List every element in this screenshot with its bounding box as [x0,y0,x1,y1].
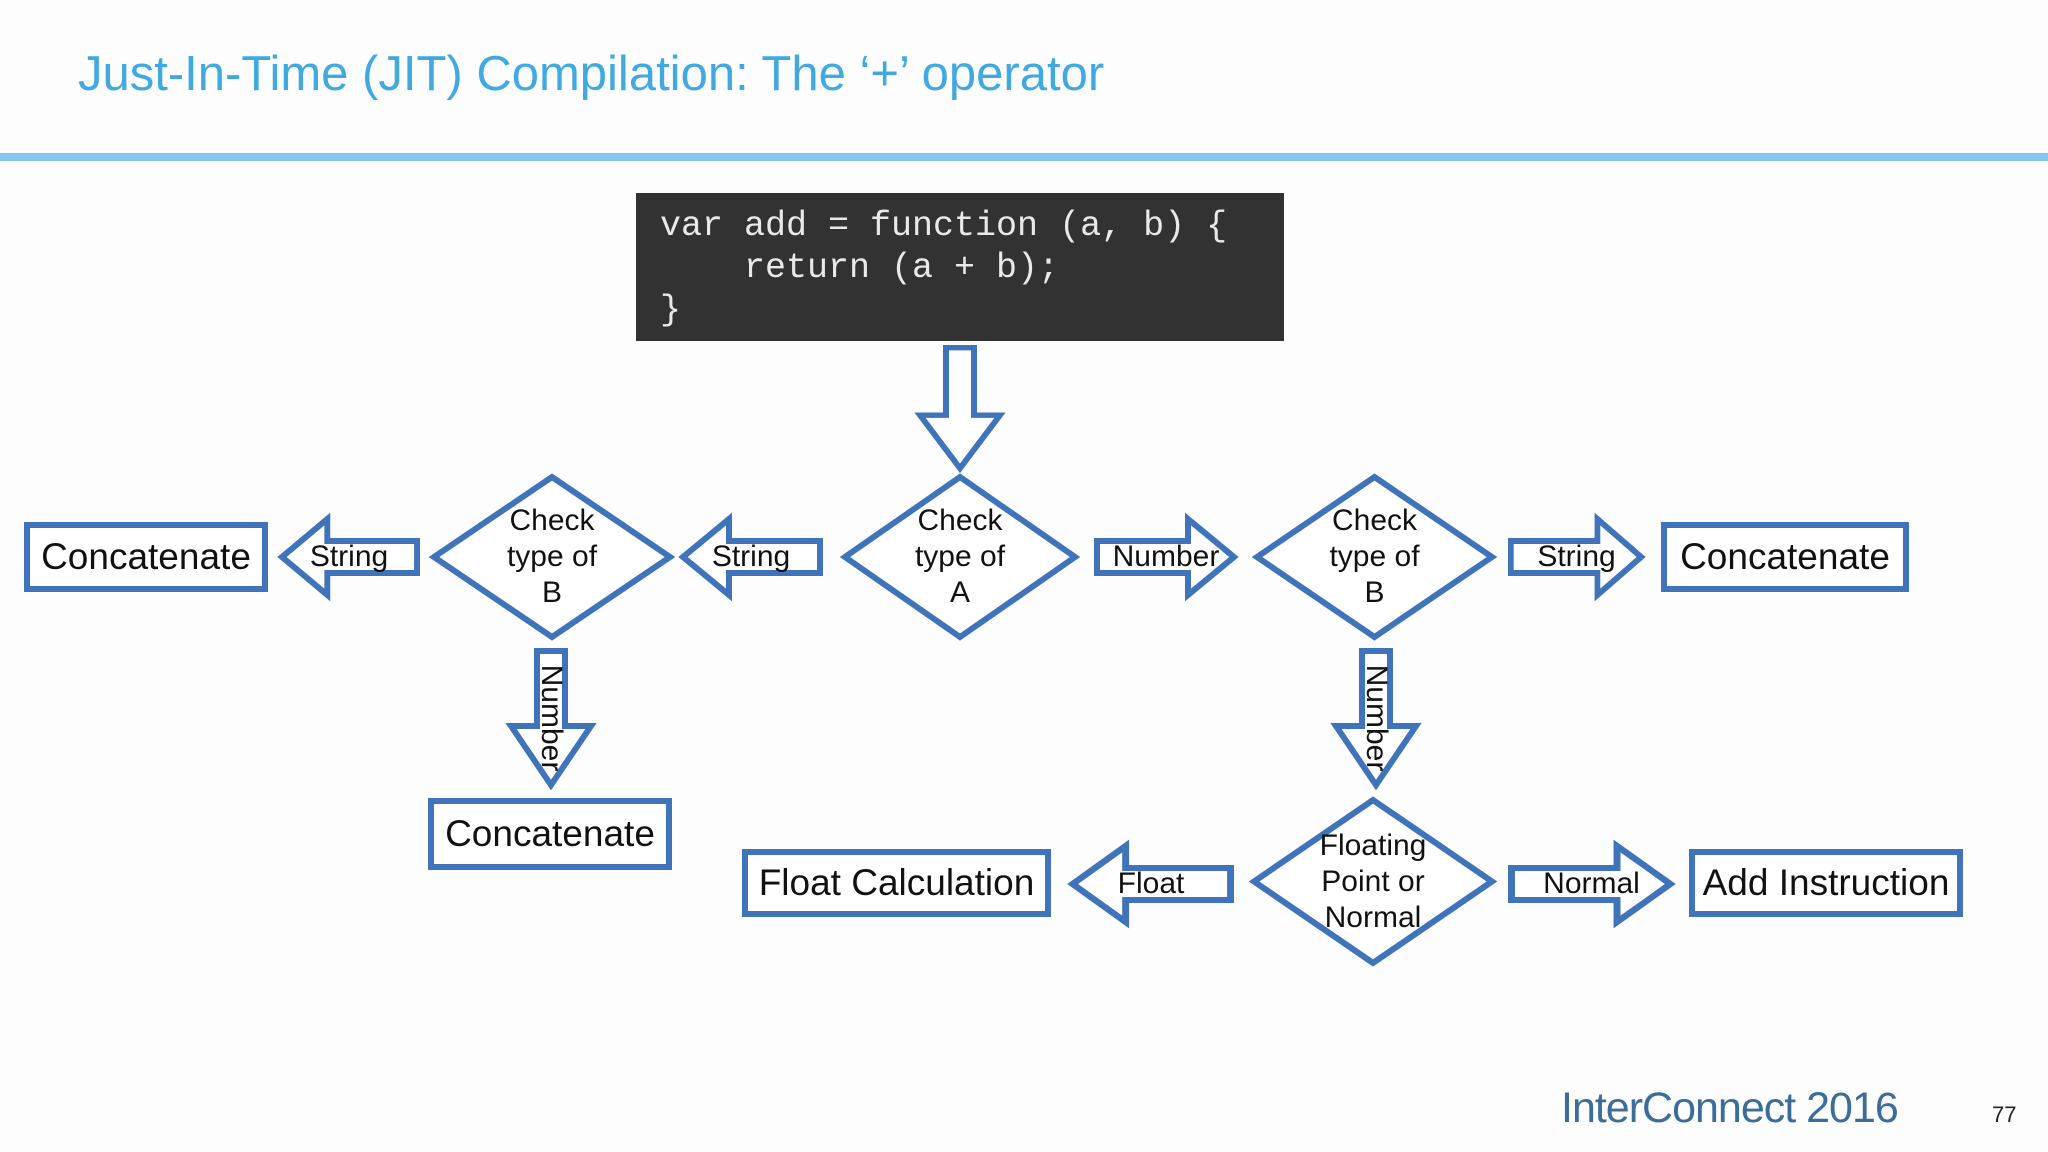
edge-label-number-vertical: Number [1360,664,1393,772]
arrow-left-float: Float [1067,839,1234,929]
box-label: Add Instruction [1702,862,1950,903]
page-title: Just-In-Time (JIT) Compilation: The ‘+’ … [78,47,1105,101]
diamond-shape-icon [839,473,1081,641]
diamond-shape-icon [1251,473,1498,641]
diamond-check-type-b-left: Check type of B [428,473,676,641]
block-arrow-down-icon [914,345,1006,474]
edge-label-float: Float [1117,867,1185,900]
arrow-right-number: Number [1094,512,1239,602]
diamond-label: Check type of B [506,504,598,609]
page-number: 77 [1992,1102,2017,1127]
edge-label-string: String [309,540,389,573]
arrow-down-number-left [505,648,597,791]
arrow-right-string: String [1508,512,1646,602]
code-block: var add = function (a, b) { return (a + … [636,193,1284,341]
box-add-instruction: Add Instruction [1689,849,1963,917]
edge-label-string: String [1537,540,1616,573]
title-divider [0,153,2048,161]
box-concatenate-left: Concatenate [24,522,268,592]
block-arrow-left-icon [277,512,420,602]
block-arrow-down-icon [505,648,597,791]
rectangle-shape-icon [1689,849,1963,917]
edge-label-normal: Normal [1543,867,1640,900]
block-arrow-right-icon [1094,512,1239,602]
diamond-check-type-b-right: Check type of B [1251,473,1498,641]
arrow-down-code-to-check-a [914,345,1006,474]
rectangle-shape-icon [742,849,1051,917]
box-float-calculation: Float Calculation [742,849,1051,917]
block-arrow-left-icon [678,512,823,602]
block-arrow-down-icon [1330,648,1422,791]
block-arrow-right-icon [1508,512,1646,602]
box-concatenate-bottom-left: Concatenate [428,798,672,870]
box-label: Float Calculation [758,862,1035,903]
edge-label-number-vertical: Number [535,664,568,772]
brand-logo-text: InterConnect 2016 [1561,1084,1899,1132]
block-arrow-left-icon [1067,839,1234,929]
diamond-shape-icon [1248,796,1498,967]
arrow-right-normal: Normal [1508,839,1676,929]
box-label: Concatenate [445,813,655,854]
diamond-check-type-a: Check type of A [839,473,1081,641]
box-concatenate-right: Concatenate [1661,522,1909,592]
box-label: Concatenate [41,536,251,577]
diamond-label: Floating Point or Normal [1319,828,1427,934]
arrow-down-number-right [1330,648,1422,791]
rectangle-shape-icon [24,522,268,592]
block-arrow-right-icon [1508,839,1676,929]
arrow-left-string-far-left: String [277,512,420,602]
arrow-left-string-mid: String [678,512,823,602]
diamond-label: Check type of B [1329,504,1420,609]
edge-label-number: Number [1112,540,1220,573]
box-label: Concatenate [1680,536,1890,577]
diamond-floating-point-or-normal: Floating Point or Normal [1248,796,1498,967]
edge-label-string: String [711,540,791,573]
rectangle-shape-icon [1661,522,1909,592]
diamond-shape-icon [428,473,676,641]
rectangle-shape-icon [428,798,672,870]
diamond-label: Check type of A [914,504,1006,609]
